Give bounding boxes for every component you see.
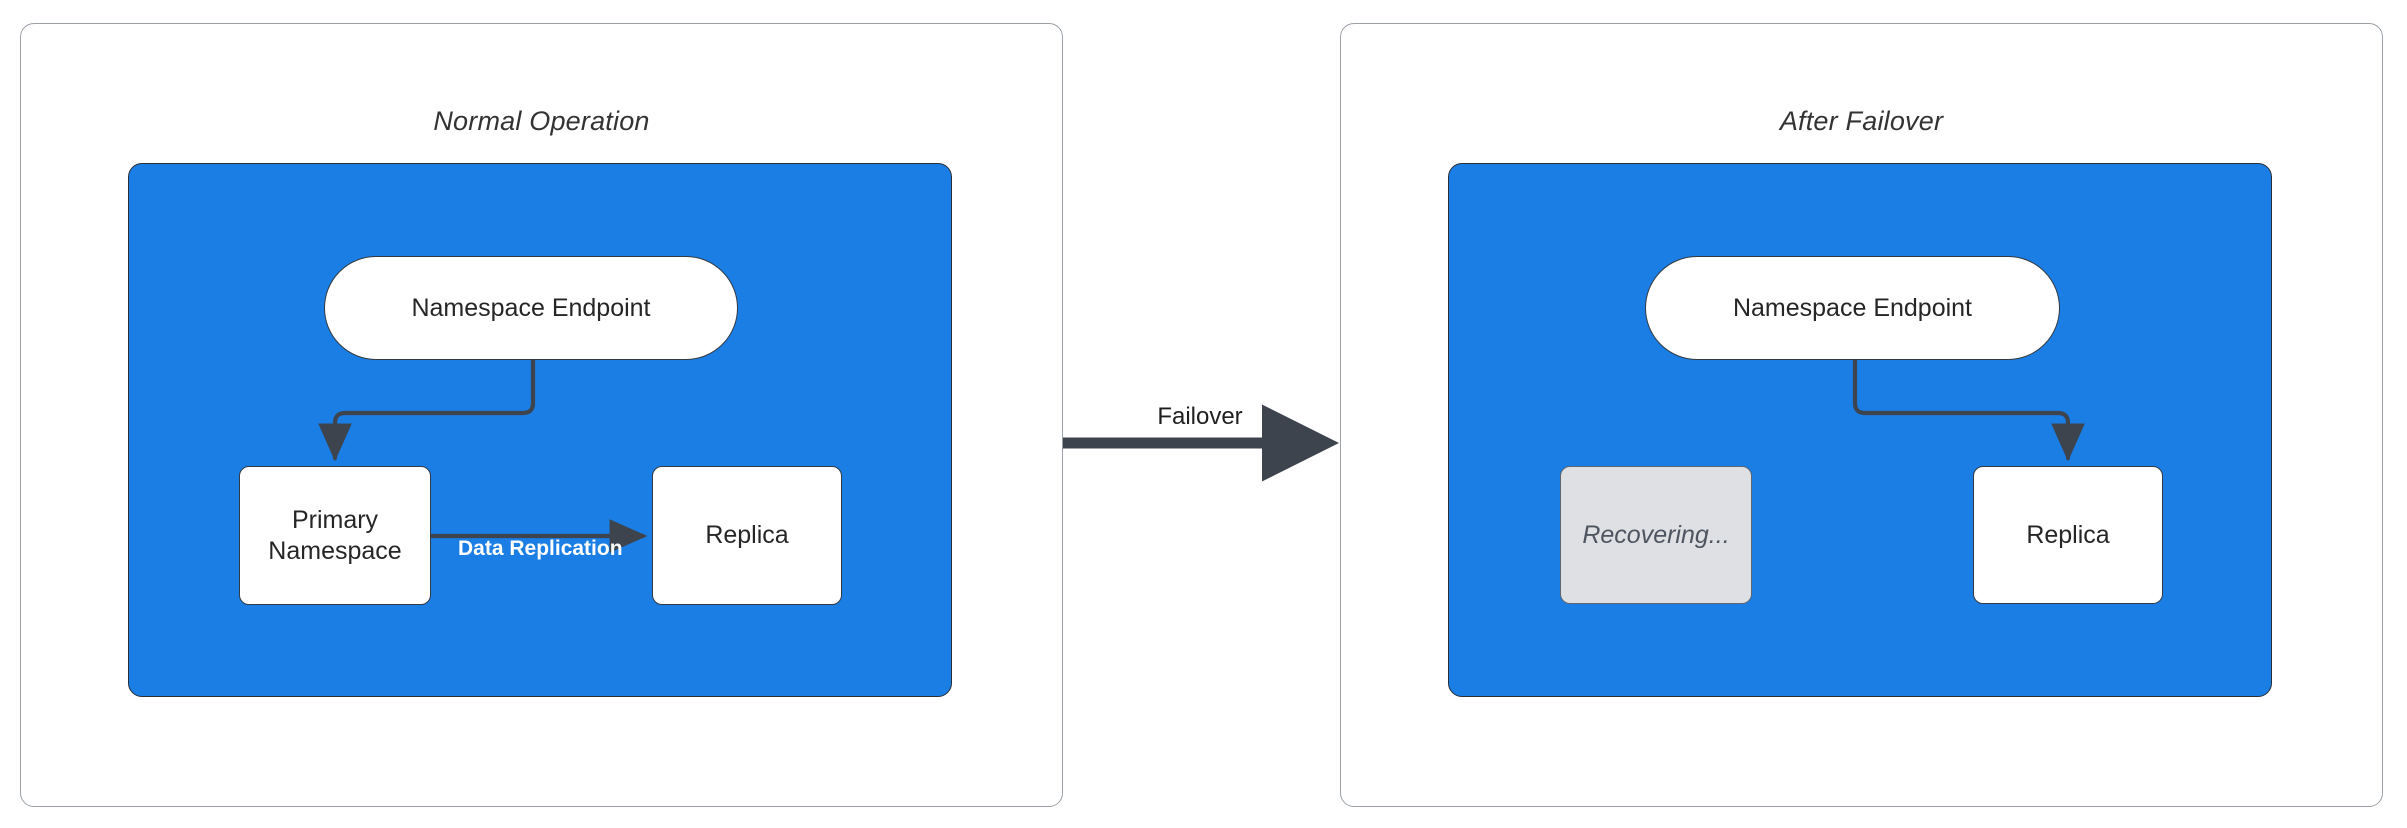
node-label-recovering: Recovering...: [1582, 520, 1730, 549]
node-namespace-endpoint-right[interactable]: Namespace Endpoint: [1645, 256, 2060, 360]
node-primary-namespace[interactable]: Primary Namespace: [239, 466, 431, 605]
node-namespace-endpoint-left[interactable]: Namespace Endpoint: [324, 256, 738, 360]
node-label-namespace-endpoint-right: Namespace Endpoint: [1732, 293, 1973, 322]
node-label-primary-namespace: Primary Namespace: [268, 505, 401, 566]
node-replica-right[interactable]: Replica: [1973, 466, 2163, 604]
primary-namespace-line2: Namespace: [268, 536, 402, 565]
node-label-replica-left: Replica: [705, 521, 789, 550]
blue-region-normal-operation: [128, 163, 952, 697]
node-replica-left[interactable]: Replica: [652, 466, 842, 605]
panel-title-normal-operation: Normal Operation: [433, 106, 650, 136]
edge-label-data-replication: Data Replication: [458, 537, 623, 560]
node-label-replica-right: Replica: [2026, 520, 2110, 549]
node-label-namespace-endpoint-left: Namespace Endpoint: [411, 293, 651, 322]
edge-label-failover: Failover: [1157, 403, 1243, 430]
node-recovering[interactable]: Recovering...: [1560, 466, 1752, 604]
blue-region-after-failover: [1448, 163, 2272, 697]
primary-namespace-line1: Primary: [291, 506, 379, 534]
panel-title-after-failover: After Failover: [1779, 106, 1944, 136]
